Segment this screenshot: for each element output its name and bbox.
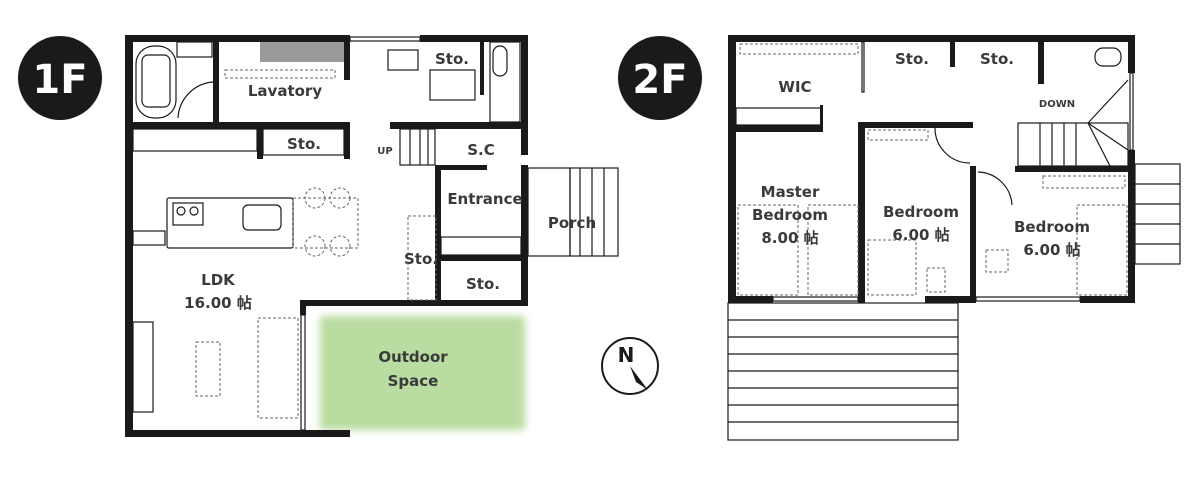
lavatory-rack	[224, 69, 336, 79]
porch-steps[interactable]	[527, 167, 619, 257]
room-size-bedroom: 6.00 帖	[892, 226, 949, 244]
room-label-porch: Porch	[548, 214, 596, 232]
room-label-bedroom: Bedroom	[883, 203, 959, 221]
room-label-shoe-closet: S.C	[467, 141, 495, 159]
tv-counter	[132, 321, 154, 413]
compass-north-label: N	[618, 343, 635, 367]
kitchen-sink	[242, 204, 282, 231]
room-label-storage: Sto.	[287, 135, 321, 153]
room-label-lavatory: Lavatory	[248, 82, 322, 100]
bedroom-door[interactable]	[934, 127, 971, 164]
beds	[737, 204, 1128, 296]
room-label-storage: Sto.	[466, 275, 500, 293]
exterior-steps	[1134, 163, 1181, 265]
closet-rack	[1042, 175, 1126, 189]
north-compass-icon: N	[601, 337, 659, 395]
floor-2-badge-text: 2F	[632, 57, 687, 103]
bath-vanity	[176, 41, 213, 58]
room-label-master-bedroom: Master	[761, 183, 820, 201]
wic-rack	[739, 43, 859, 55]
bathtub	[135, 45, 177, 119]
floor-1-plan: 1F	[18, 35, 619, 437]
room-label-entrance: Entrance	[447, 190, 522, 208]
storage-doors[interactable]	[429, 69, 476, 101]
dining-table	[292, 187, 359, 257]
outdoor-space-area	[320, 316, 525, 430]
stair-label-down: DOWN	[1039, 99, 1075, 110]
room-size-master-bedroom: 8.00 帖	[761, 229, 818, 247]
room-label-storage: Sto.	[895, 50, 929, 68]
stove	[172, 202, 204, 226]
room-label-ldk: LDK	[201, 271, 236, 289]
toilet	[1094, 47, 1122, 67]
room-label-master-bedroom: Bedroom	[752, 206, 828, 224]
room-label-outdoor: Space	[388, 372, 439, 390]
room-label-bedroom: Bedroom	[1014, 218, 1090, 236]
lavatory-sink	[387, 49, 419, 71]
sofa	[257, 317, 299, 419]
bedroom-door[interactable]	[977, 171, 1013, 206]
room-label-storage: Sto.	[980, 50, 1014, 68]
room-label-storage: Sto.	[404, 250, 438, 268]
closet-shelves	[407, 215, 437, 301]
floor-2-walls	[728, 35, 1135, 303]
toilet	[492, 45, 508, 77]
room-size-ldk: 16.00 帖	[184, 294, 252, 312]
bathroom-door[interactable]	[177, 81, 214, 119]
floor-1-badge: 1F	[18, 36, 102, 120]
coffee-table	[195, 341, 221, 397]
floor-2-plan: 2F	[618, 35, 1181, 441]
room-size-bedroom: 6.00 帖	[1023, 241, 1080, 259]
floor-1-walls	[125, 35, 528, 437]
room-label-outdoor: Outdoor	[378, 348, 448, 366]
closet-rack	[867, 129, 929, 141]
floor-1-badge-text: 1F	[32, 57, 87, 103]
kitchen-island	[166, 197, 294, 249]
staircase-down[interactable]	[1017, 79, 1129, 167]
staircase-up[interactable]	[399, 128, 436, 166]
room-label-storage: Sto.	[435, 50, 469, 68]
lavatory-shelf	[260, 42, 344, 62]
stair-label-up: UP	[377, 146, 392, 157]
balcony-deck	[727, 302, 959, 441]
floor-2-badge: 2F	[618, 36, 702, 120]
room-label-wic: WIC	[778, 78, 811, 96]
